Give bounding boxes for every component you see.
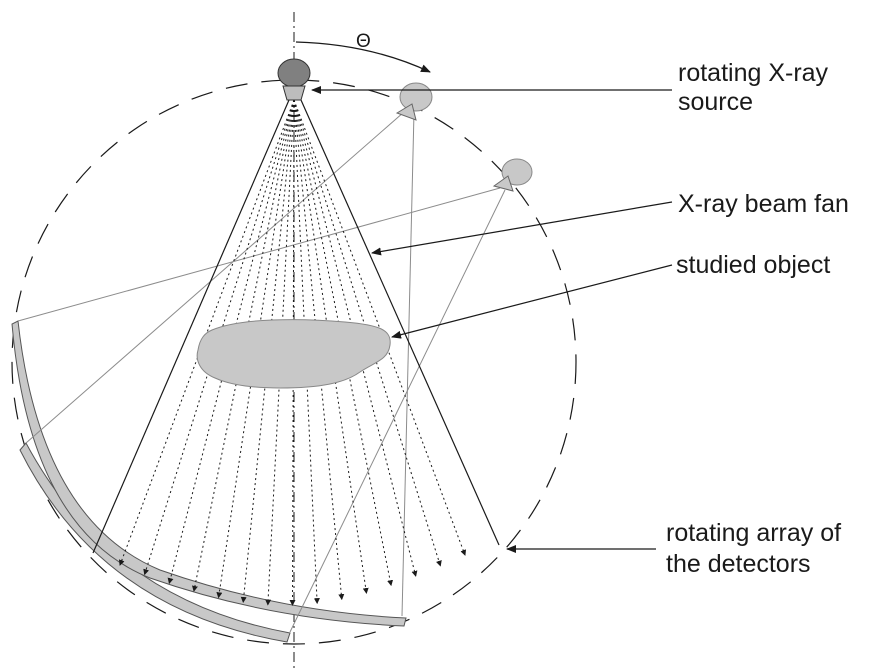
label-studied-object: studied object	[676, 251, 830, 279]
label-source-line-1: rotating X-ray	[678, 59, 829, 87]
fan-ray	[265, 99, 295, 606]
theta-arc	[295, 41, 431, 73]
rotated-detector-array-1	[11, 320, 407, 627]
fan-ray	[293, 99, 442, 567]
label-beam-fan: X-ray beam fan	[678, 190, 849, 218]
fan-ray	[289, 99, 296, 606]
x-ray-source-rotated-1	[395, 82, 433, 121]
studied-object	[196, 319, 391, 389]
beam-fan-right-edge	[300, 99, 500, 546]
label-detectors-line-2: the detectors	[666, 550, 811, 578]
object-pointer	[391, 264, 673, 339]
beam-fan-left-edge	[92, 99, 290, 554]
fan-ray	[167, 99, 295, 585]
x-ray-source-rotated-2	[492, 158, 533, 192]
label-detectors-line-1: rotating array of	[666, 519, 841, 547]
beam-fan-pointer	[371, 201, 673, 256]
fan-ray	[240, 99, 295, 603]
rotated-detector-array-2	[19, 442, 291, 643]
theta-symbol: Θ	[356, 31, 371, 52]
label-source-line-2: source	[678, 88, 753, 116]
detector-array	[20, 443, 290, 642]
x-ray-source	[277, 58, 311, 101]
rotation-circle	[11, 79, 577, 645]
fan-ray	[293, 99, 467, 556]
fan-ray	[293, 99, 369, 595]
